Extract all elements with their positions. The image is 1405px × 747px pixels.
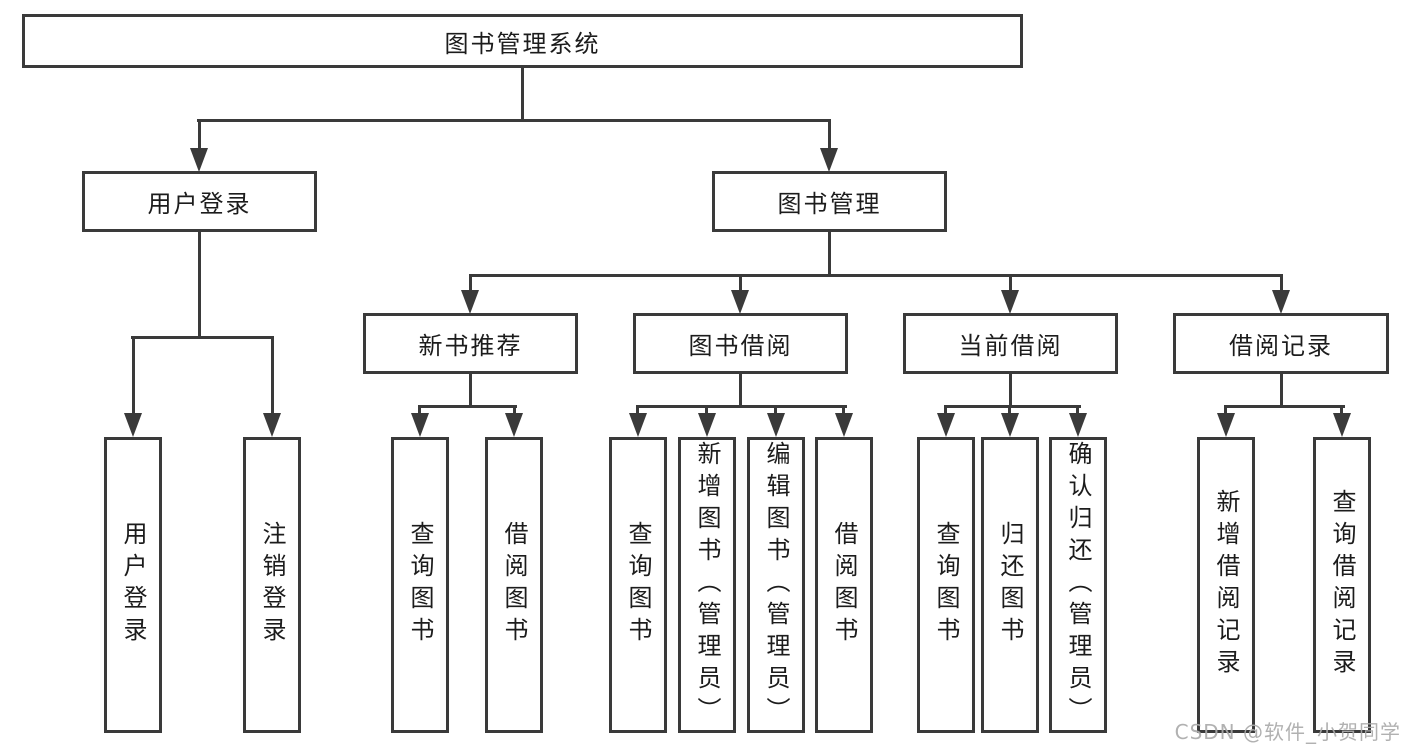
connector-line [944,405,1081,408]
arrow-down-icon [461,290,479,314]
leaf-query-books-borrowing-label: 查询图书 [624,521,652,649]
node-root-label: 图书管理系统 [444,29,601,58]
connector-line [828,230,831,277]
leaf-add-books-admin-label: 新增图书（管理员） [693,441,721,729]
leaf-add-borrow-record: 新增借阅记录 [1197,437,1255,733]
leaf-borrow-books-borrowing: 借阅图书 [815,437,873,733]
connector-line [131,336,274,339]
connector-line [418,405,517,408]
arrow-down-icon [767,413,785,437]
node-borrowing-records: 借阅记录 [1173,313,1389,374]
connector-line [469,372,472,408]
csdn-watermark: CSDN @软件_小贺同学 [1174,720,1401,744]
arrow-down-icon [1272,290,1290,314]
leaf-user-login: 用户登录 [104,437,162,733]
node-book-management-label: 图书管理 [777,190,882,218]
leaf-borrow-books-recommend: 借阅图书 [485,437,543,733]
connector-line [1009,372,1012,408]
connector-line [739,274,742,292]
leaf-add-books-admin: 新增图书（管理员） [678,437,736,733]
arrow-down-icon [124,413,142,437]
leaf-return-books-label: 归还图书 [996,521,1024,649]
leaf-query-borrow-record: 查询借阅记录 [1313,437,1371,733]
leaf-query-books-current-label: 查询图书 [932,521,960,649]
leaf-user-login-label: 用户登录 [119,521,147,649]
node-book-borrowing-label: 图书借阅 [688,332,793,360]
connector-line [198,119,201,150]
connector-line [1076,405,1079,416]
leaf-confirm-return-admin: 确认归还（管理员） [1049,437,1107,733]
connector-line [842,405,845,416]
node-new-book-recommend: 新书推荐 [363,313,578,374]
connector-line [513,405,516,416]
node-root: 图书管理系统 [22,14,1023,68]
connector-line [1340,405,1343,416]
connector-line [774,405,777,416]
connector-line [1008,405,1011,416]
arrow-down-icon [1333,413,1351,437]
leaf-add-borrow-record-label: 新增借阅记录 [1212,489,1240,681]
leaf-borrow-books-recommend-label: 借阅图书 [500,521,528,649]
connector-line [521,66,524,121]
connector-line [636,405,639,416]
arrow-down-icon [835,413,853,437]
connector-line [132,336,135,416]
connector-line [828,119,831,150]
arrow-down-icon [263,413,281,437]
leaf-edit-books-admin: 编辑图书（管理员） [747,437,805,733]
connector-line [469,274,472,292]
leaf-query-books-current: 查询图书 [917,437,975,733]
leaf-logout: 注销登录 [243,437,301,733]
arrow-down-icon [505,413,523,437]
arrow-down-icon [1069,413,1087,437]
node-current-borrowing-label: 当前借阅 [958,332,1063,360]
connector-line [944,405,947,416]
connector-line [418,405,421,416]
node-current-borrowing: 当前借阅 [903,313,1118,374]
arrow-down-icon [820,148,838,172]
connector-line [1009,274,1012,292]
connector-line [197,119,831,122]
arrow-down-icon [698,413,716,437]
leaf-query-borrow-record-label: 查询借阅记录 [1328,489,1356,681]
node-borrowing-records-label: 借阅记录 [1229,332,1333,360]
connector-line [271,336,274,416]
arrow-down-icon [190,148,208,172]
connector-line [636,405,847,408]
leaf-query-books-borrowing: 查询图书 [609,437,667,733]
connector-line [1224,405,1345,408]
node-user-login-label: 用户登录 [147,190,252,218]
connector-line [1280,372,1283,408]
arrow-down-icon [411,413,429,437]
leaf-return-books: 归还图书 [981,437,1039,733]
leaf-borrow-books-borrowing-label: 借阅图书 [830,521,858,649]
arrow-down-icon [731,290,749,314]
arrow-down-icon [1001,290,1019,314]
arrow-down-icon [629,413,647,437]
arrow-down-icon [1217,413,1235,437]
leaf-edit-books-admin-label: 编辑图书（管理员） [762,441,790,729]
connector-line [469,274,1283,277]
connector-line [1280,274,1283,292]
leaf-query-books-recommend: 查询图书 [391,437,449,733]
node-book-management: 图书管理 [712,171,947,232]
arrow-down-icon [937,413,955,437]
arrow-down-icon [1001,413,1019,437]
node-user-login: 用户登录 [82,171,317,232]
connector-line [1224,405,1227,416]
node-book-borrowing: 图书借阅 [633,313,848,374]
node-new-book-recommend-label: 新书推荐 [418,332,523,360]
leaf-confirm-return-admin-label: 确认归还（管理员） [1064,441,1092,729]
leaf-logout-label: 注销登录 [258,521,286,649]
connector-line [739,372,742,408]
connector-line [705,405,708,416]
connector-line [198,230,201,338]
leaf-query-books-recommend-label: 查询图书 [406,521,434,649]
